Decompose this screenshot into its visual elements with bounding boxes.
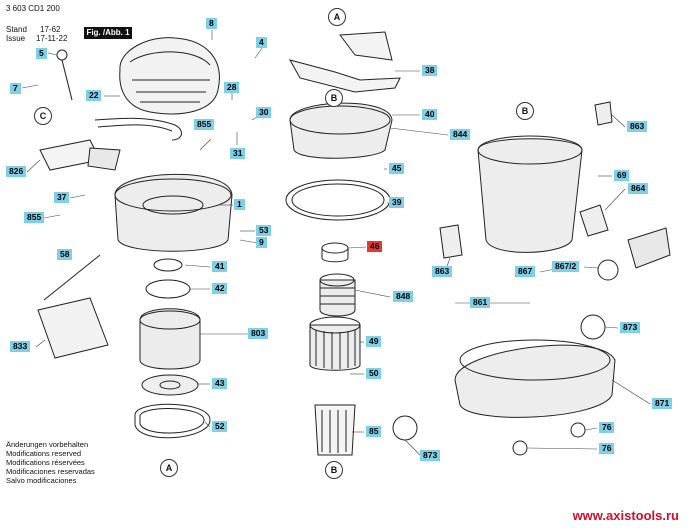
- part-label-7: 7: [10, 83, 21, 94]
- part-label-863-left: 863: [432, 266, 453, 277]
- part-label-76-bottom: 76: [599, 443, 615, 454]
- website-link[interactable]: www.axistools.ru: [572, 508, 679, 523]
- part-label-41: 41: [212, 261, 228, 272]
- part-label-30: 30: [256, 107, 272, 118]
- part-label-22: 22: [86, 90, 102, 101]
- part-label-45: 45: [389, 163, 405, 174]
- note-it: Salvo modificaciones: [6, 476, 77, 485]
- stand-value: 17-62: [40, 25, 61, 34]
- part-label-863-top: 863: [627, 121, 648, 132]
- part-label-848: 848: [393, 291, 414, 302]
- part-label-40: 40: [422, 109, 438, 120]
- part-label-844: 844: [450, 129, 471, 140]
- part-label-39: 39: [389, 197, 405, 208]
- part-label-31: 31: [230, 148, 246, 159]
- part-label-49: 49: [366, 336, 382, 347]
- part-label-826: 826: [6, 166, 27, 177]
- part-label-1: 1: [234, 199, 245, 210]
- part-label-28: 28: [224, 82, 240, 93]
- part-label-53: 53: [256, 225, 272, 236]
- part-label-43: 43: [212, 378, 228, 389]
- part-label-9: 9: [256, 237, 267, 248]
- part-label-8: 8: [206, 18, 217, 29]
- part-label-803: 803: [248, 328, 269, 339]
- note-es: Modificaciones reservadas: [6, 467, 95, 476]
- part-label-873-right: 873: [620, 322, 641, 333]
- part-label-864: 864: [628, 183, 649, 194]
- part-label-85: 85: [366, 426, 382, 437]
- part-label-76-top: 76: [599, 422, 615, 433]
- stand-label: Stand: [6, 25, 27, 34]
- ref-b-right: B: [516, 102, 534, 120]
- part-label-50: 50: [366, 368, 382, 379]
- part-label-867: 867: [515, 266, 536, 277]
- part-label-861: 861: [470, 297, 491, 308]
- ref-c-left: C: [34, 107, 52, 125]
- part-label-867-2: 867/2: [552, 261, 580, 272]
- ref-a-bottom: A: [160, 459, 178, 477]
- part-label-69: 69: [614, 170, 630, 181]
- part-label-5: 5: [36, 48, 47, 59]
- part-label-873-bottom: 873: [420, 450, 441, 461]
- part-label-58: 58: [57, 249, 73, 260]
- part-label-42: 42: [212, 283, 228, 294]
- part-label-871: 871: [652, 398, 673, 409]
- ref-b-bottom: B: [325, 461, 343, 479]
- part-label-4: 4: [256, 37, 267, 48]
- part-label-855-top: 855: [194, 119, 215, 130]
- issue-label: Issue: [6, 34, 26, 43]
- doc-number: 3 603 CD1 200: [6, 4, 60, 13]
- part-label-37: 37: [54, 192, 70, 203]
- note-de: Änderungen vorbehalten: [6, 440, 89, 449]
- ref-b-top: B: [325, 89, 343, 107]
- issue-value: 17-11-22: [36, 34, 68, 43]
- part-label-833: 833: [10, 341, 31, 352]
- part-label-52: 52: [212, 421, 228, 432]
- part-label-855-left: 855: [24, 212, 45, 223]
- ref-a-top: A: [328, 8, 346, 26]
- modification-notes: Änderungen vorbehalten Modifications res…: [6, 440, 95, 485]
- part-label-46: 46: [367, 241, 383, 252]
- note-en: Modifications reserved: [6, 449, 82, 458]
- figure-tag: Fig. /Abb. 1: [84, 27, 132, 39]
- note-fr: Modifications réservées: [6, 458, 85, 467]
- part-label-38: 38: [422, 65, 438, 76]
